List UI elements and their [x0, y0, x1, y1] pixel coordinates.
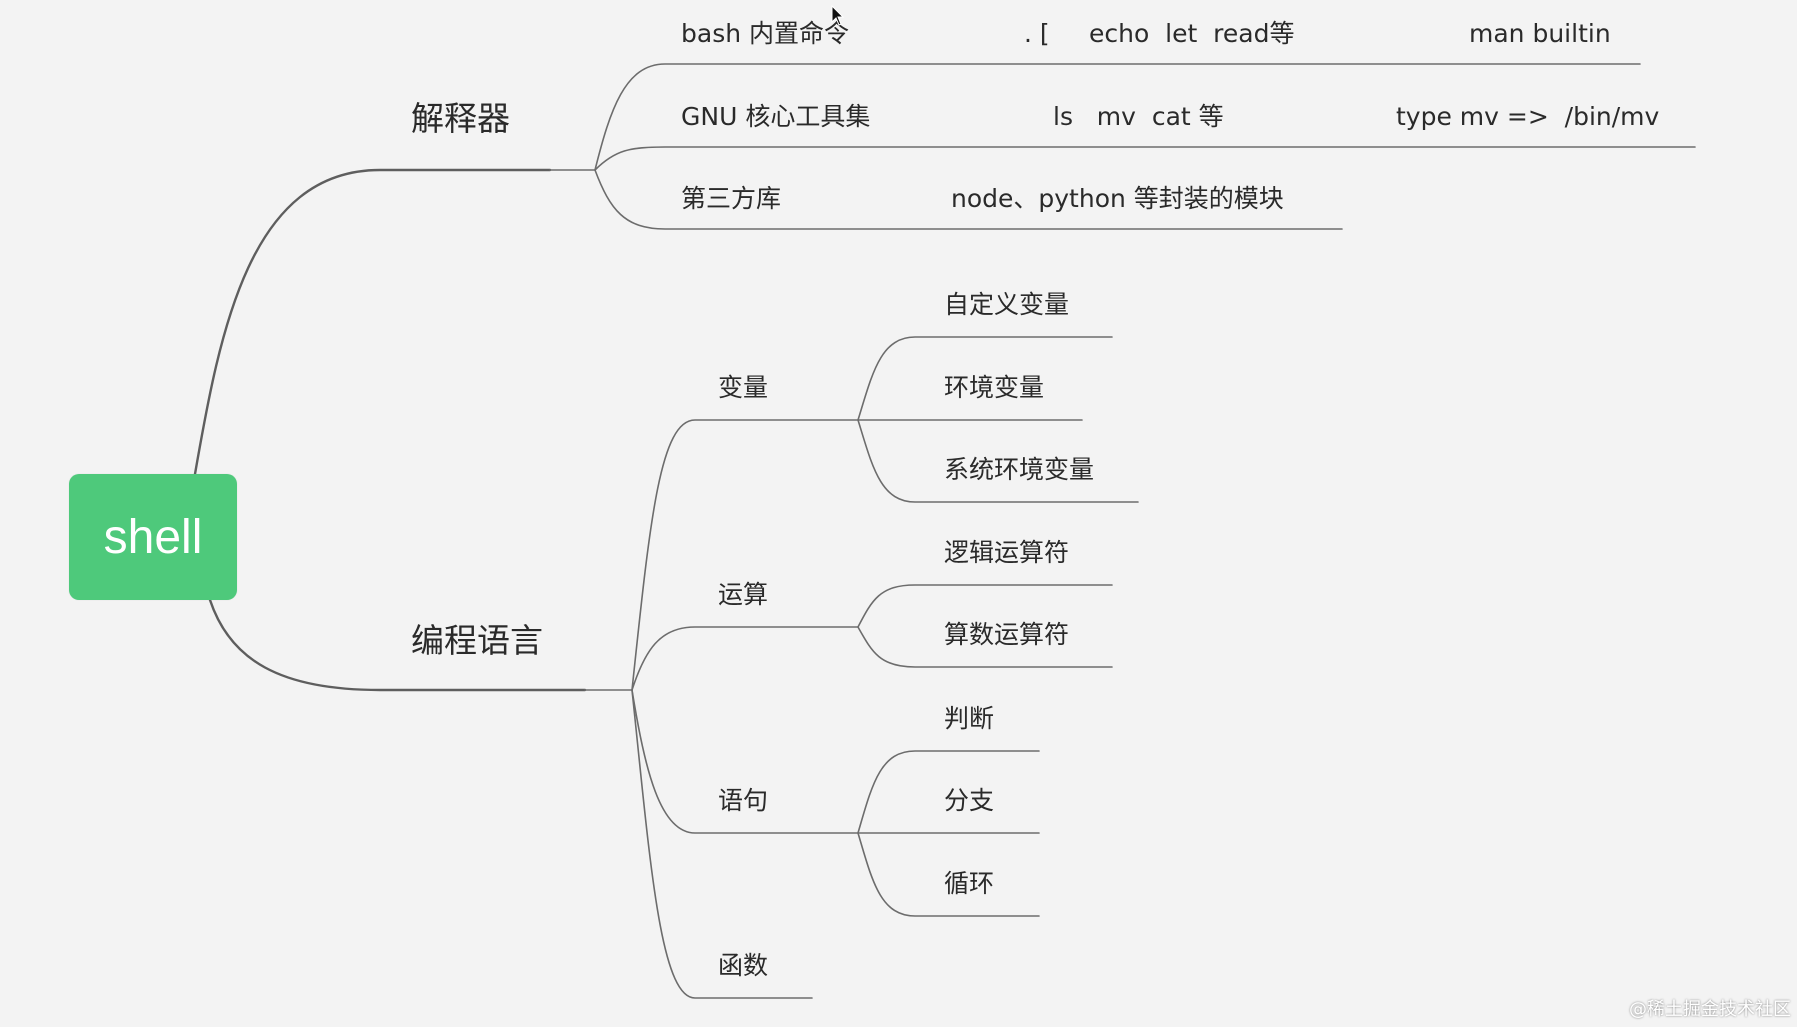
- link-operation-logic: [857, 584, 1113, 628]
- link-variable-custom: [857, 336, 1113, 421]
- node-loop[interactable]: 循环: [944, 869, 995, 898]
- link-language-statement: [631, 689, 859, 834]
- node-function[interactable]: 函数: [718, 951, 769, 980]
- link-root-language: [208, 598, 587, 692]
- link-operation-arith: [857, 626, 1113, 668]
- note-third-party-modules: node、python 等封装的模块: [951, 184, 1284, 213]
- link-language-operation: [631, 626, 859, 691]
- link-variable-sysenv: [857, 419, 1139, 503]
- node-bash-builtin[interactable]: bash 内置命令: [681, 19, 850, 48]
- node-arith-operator[interactable]: 算数运算符: [944, 620, 1070, 649]
- node-custom-variable[interactable]: 自定义变量: [944, 290, 1070, 319]
- link-interpreter-gnu: [594, 146, 1696, 171]
- link-statement-loop: [857, 832, 1040, 917]
- note-bash-commands: echo let read等: [1089, 19, 1295, 48]
- root-label: shell: [103, 510, 203, 564]
- cursor-arrow-icon: [831, 5, 845, 26]
- node-language[interactable]: 编程语言: [411, 621, 543, 660]
- node-interpreter[interactable]: 解释器: [411, 99, 510, 138]
- link-statement-judge: [857, 750, 1040, 834]
- root-node-shell[interactable]: shell: [69, 474, 237, 600]
- node-branch[interactable]: 分支: [944, 786, 995, 815]
- note-gnu-type: type mv => /bin/mv: [1396, 102, 1660, 131]
- node-variable[interactable]: 变量: [718, 373, 769, 402]
- watermark-text: @稀土掘金技术社区: [1629, 999, 1791, 1020]
- node-logic-operator[interactable]: 逻辑运算符: [944, 538, 1070, 567]
- node-third-party[interactable]: 第三方库: [681, 184, 782, 213]
- link-language-variable: [631, 419, 859, 691]
- note-bash-man: man builtin: [1469, 19, 1611, 48]
- note-bash-dot-bracket: . [: [1024, 19, 1050, 48]
- link-language-function: [631, 689, 813, 999]
- node-gnu-coreutils[interactable]: GNU 核心工具集: [681, 102, 871, 131]
- node-statement[interactable]: 语句: [718, 786, 769, 815]
- link-interpreter-thirdparty: [594, 169, 1343, 230]
- link-interpreter-bash: [594, 63, 1641, 171]
- node-operation[interactable]: 运算: [718, 580, 769, 609]
- node-env-variable[interactable]: 环境变量: [944, 373, 1045, 402]
- node-system-env-variable[interactable]: 系统环境变量: [944, 455, 1095, 484]
- link-root-interpreter: [193, 168, 552, 476]
- note-gnu-commands: ls mv cat 等: [1053, 102, 1224, 131]
- node-judge[interactable]: 判断: [944, 704, 995, 733]
